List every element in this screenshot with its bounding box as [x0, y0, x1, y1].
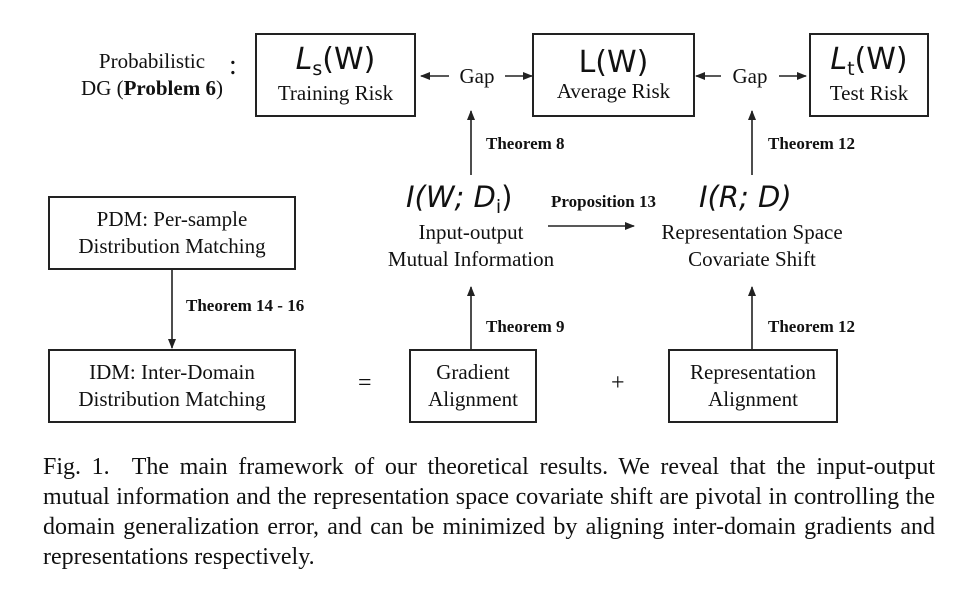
proposition-13-label: Proposition 13	[551, 192, 657, 211]
test-risk-sub: t	[847, 58, 855, 81]
training-risk-box: Ls(W) Training Risk	[255, 33, 416, 117]
training-risk-sub: s	[312, 58, 323, 81]
mutual-info-line1: Input-output	[418, 220, 524, 244]
mutual-info-sym-prefix: I(W; D	[406, 180, 496, 214]
cov-shift-line1: Representation Space	[661, 220, 843, 244]
problem-6-ref: Problem 6	[123, 76, 216, 100]
equals-sign: =	[358, 370, 372, 396]
gap-left-label: Gap	[459, 64, 495, 88]
mutual-info-sym-suffix: )	[501, 180, 513, 214]
theorem-8-label: Theorem 8	[486, 134, 565, 153]
dg-suffix: )	[215, 76, 223, 100]
representation-alignment-box: Representation Alignment	[668, 349, 838, 423]
training-risk-L: L	[295, 42, 313, 78]
pdm-line1: PDM: Per-sample	[96, 207, 248, 231]
pdm-line2: Distribution Matching	[78, 234, 266, 258]
mutual-info-symbol: I(W; Di)	[406, 180, 512, 218]
probabilistic-line: Probabilistic	[98, 49, 206, 73]
test-risk-box: Lt(W) Test Risk	[809, 33, 929, 117]
test-risk-arg: (W)	[854, 42, 908, 78]
test-risk-symbol: Lt(W)	[830, 44, 907, 80]
gap-right-label: Gap	[732, 64, 768, 88]
dg-colon: :	[229, 50, 237, 81]
mutual-info-line2: Mutual Information	[387, 247, 555, 271]
average-risk-box: L(W) Average Risk	[532, 33, 695, 117]
cov-shift-symbol: I(R; D)	[699, 180, 792, 214]
theorem-9-label: Theorem 9	[486, 317, 565, 336]
plus-sign: +	[611, 370, 625, 396]
training-risk-label: Training Risk	[277, 81, 394, 106]
mutual-info-label: Input-output Mutual Information	[361, 219, 581, 273]
dg-problem-line: DG (Problem 6)	[64, 75, 240, 102]
idm-line2: Distribution Matching	[78, 387, 266, 411]
theorem-12-top-label: Theorem 12	[768, 134, 856, 153]
test-risk-L: L	[830, 42, 848, 78]
idm-box: IDM: Inter-Domain Distribution Matching	[48, 349, 296, 423]
test-risk-label: Test Risk	[829, 81, 909, 106]
theorem-14-16-label: Theorem 14 - 16	[186, 296, 305, 315]
representation-line1: Representation	[690, 360, 816, 384]
dg-prefix: DG (	[81, 76, 124, 100]
average-risk-label: Average Risk	[556, 79, 671, 104]
figure-label: Fig. 1.	[43, 454, 110, 480]
probabilistic-dg-label: Probabilistic DG (Problem 6)	[64, 48, 240, 102]
figure-caption: Fig. 1.The main framework of our theoret…	[43, 452, 935, 572]
average-risk-symbol: L(W)	[578, 44, 649, 80]
cov-shift-line2: Covariate Shift	[688, 247, 816, 271]
gradient-line1: Gradient	[436, 360, 510, 384]
theorem-12-bottom-label: Theorem 12	[768, 317, 856, 336]
caption-text: The main framework of our theoretical re…	[43, 454, 936, 570]
training-risk-arg: (W)	[322, 42, 376, 78]
pdm-box: PDM: Per-sample Distribution Matching	[48, 196, 296, 270]
training-risk-symbol: Ls(W)	[296, 44, 376, 80]
cov-shift-label: Representation Space Covariate Shift	[640, 219, 864, 273]
gradient-alignment-box: Gradient Alignment	[409, 349, 537, 423]
mutual-info-sym-sub: i	[495, 196, 502, 218]
representation-line2: Alignment	[708, 387, 798, 411]
idm-line1: IDM: Inter-Domain	[89, 360, 255, 384]
gradient-line2: Alignment	[428, 387, 518, 411]
